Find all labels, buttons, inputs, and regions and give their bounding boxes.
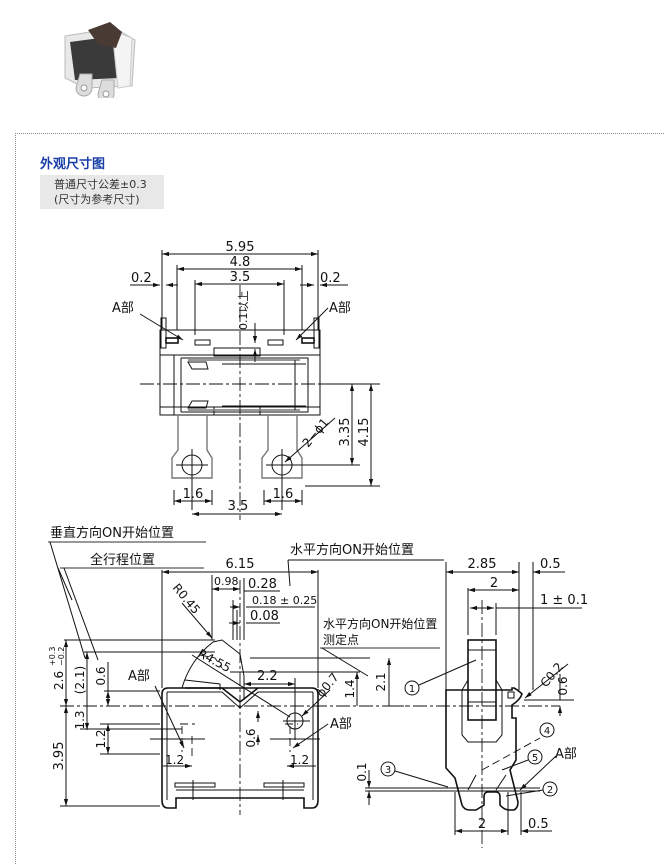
- content-frame: [15, 133, 665, 864]
- front-housing: [161, 687, 319, 809]
- dim-12-left: 1.2: [165, 753, 184, 767]
- label-vertical-on: 垂直方向ON开始位置: [50, 525, 174, 541]
- dim-35-pitch: 3.5: [228, 499, 249, 514]
- svg-text:1: 1: [409, 684, 415, 695]
- dim-395: 3.95: [52, 742, 67, 771]
- svg-text:5: 5: [532, 753, 538, 764]
- dim-615: 6.15: [226, 557, 255, 572]
- dim-14: 1.4: [343, 679, 357, 698]
- product-photo: [64, 22, 136, 98]
- dim-02-right: 0.2: [320, 271, 341, 286]
- dim-06-side: 0.6: [556, 676, 570, 695]
- dim-26: 2.6: [52, 671, 66, 690]
- dim-26-tol-minus: −0.2: [57, 647, 66, 666]
- svg-text:4: 4: [544, 726, 550, 737]
- dim-595: 5.95: [226, 240, 255, 255]
- dim-06-center: 0.6: [244, 728, 258, 747]
- tolerance-note-line2: (尺寸为参考尺寸): [54, 193, 140, 206]
- tolerance-note: 普通尺寸公差±0.3 (尺寸为参考尺寸): [40, 175, 164, 209]
- dim-1: 1 ± 0.1: [540, 593, 588, 608]
- dim-12-right: 1.2: [290, 753, 309, 767]
- label-a-top-left: A部: [112, 301, 134, 316]
- dim-335: 3.35: [338, 418, 353, 447]
- callout-5: 5: [501, 749, 543, 771]
- dim-48: 4.8: [230, 255, 251, 270]
- dim-35: 3.5: [230, 270, 251, 285]
- dim-16-left: 1.6: [183, 487, 204, 502]
- dim-12-vert: 1.2: [94, 729, 108, 748]
- dim-01: 0.1: [355, 762, 369, 781]
- callout-2: 2: [505, 781, 558, 797]
- tolerance-note-line1: 普通尺寸公差±0.3: [54, 178, 147, 191]
- dim-018: 0.18 ± 0.25: [252, 594, 317, 607]
- dim-06-left: 0.6: [94, 666, 108, 685]
- label-a-front-right: A部: [330, 717, 352, 732]
- label-horizontal-measure-2: 测定点: [323, 632, 359, 647]
- side-view: 2.85 0.5 2 1 ± 0.1 C0.2 0.6 0.1 2 0.5 A部: [355, 557, 588, 848]
- dim-415: 4.15: [357, 418, 372, 447]
- label-a-front-left: A部: [128, 669, 150, 684]
- dim-21-ref: (2.1): [73, 666, 87, 694]
- label-a-side: A部: [555, 747, 577, 762]
- dim-2-bottom: 2: [478, 817, 486, 832]
- dim-098: 0.98: [214, 575, 239, 588]
- label-horizontal-measure-1: 水平方向ON开始位置: [323, 616, 437, 631]
- svg-text:3: 3: [385, 765, 391, 776]
- dim-028: 0.28: [248, 577, 277, 592]
- dim-min-clearance: 0.1以上: [237, 291, 250, 331]
- dim-21: 2.1: [374, 672, 388, 691]
- section-title: 外观尺寸图: [40, 157, 106, 172]
- dim-02-left: 0.2: [131, 271, 152, 286]
- callout-1: 1: [404, 659, 477, 696]
- svg-text:2: 2: [547, 785, 553, 796]
- dim-16-right: 1.6: [273, 487, 294, 502]
- dim-22: 2.2: [257, 669, 278, 684]
- top-view: 5.95 4.8 3.5 0.2 0.2 A部 A部 0.1以上 3.35 4.…: [112, 240, 380, 520]
- dim-05-top: 0.5: [540, 557, 561, 572]
- side-housing: [445, 687, 523, 811]
- dim-hole-diameter: 2−ϕ1: [300, 415, 332, 449]
- dim-008: 0.08: [250, 609, 279, 624]
- dim-r045: R0.45: [170, 581, 203, 617]
- label-full-travel: 全行程位置: [90, 552, 155, 568]
- dim-26-tol-plus: +0.3: [48, 647, 57, 666]
- callout-4: 4: [539, 722, 555, 738]
- dim-13: 1.3: [73, 710, 87, 729]
- dim-2-top: 2: [490, 576, 498, 591]
- label-a-top-right: A部: [329, 301, 351, 316]
- callout-3: 3: [380, 761, 449, 788]
- dim-05-bottom: 0.5: [528, 817, 549, 832]
- dim-285: 2.85: [468, 557, 497, 572]
- label-horizontal-on: 水平方向ON开始位置: [290, 542, 414, 558]
